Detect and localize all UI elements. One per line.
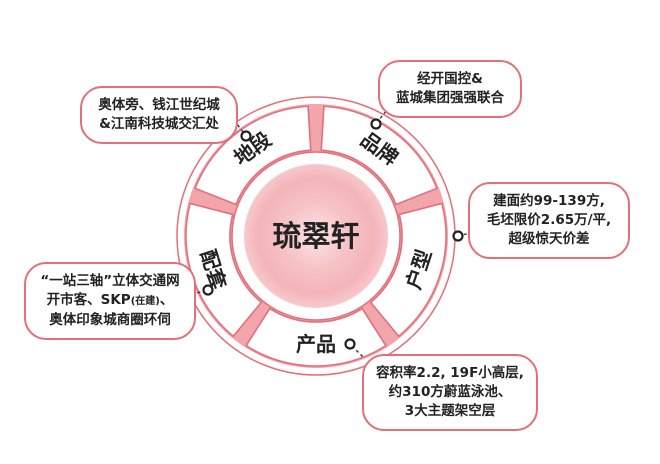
marker-dot-location [240,130,252,142]
marker-dot-layout [452,230,464,242]
callout-location-line-1: 奥体旁、钱江世纪城 [98,97,220,113]
callout-brand-line-2: 蓝城集团强强联合 [396,90,504,106]
callout-layout-line-3: 超级惊天价差 [508,231,590,247]
segment-brand [320,105,438,206]
center-circle [244,164,388,308]
marker-dot-brand [370,118,382,130]
connector-product [351,345,365,359]
callout-location: 奥体旁、钱江世纪城 &江南科技城交汇处 [80,86,238,144]
center-title: 琉翠轩 [272,219,359,253]
callout-amenities-line-2-text: 开市客、SKP [46,292,131,308]
marker-dot-amenities [202,284,214,296]
segment-amenities [185,202,263,338]
callout-product-line-1: 容积率2.2, 19F小高层, [376,365,524,381]
callout-amenities-line-3: 奥体印象城商圈环伺 [49,312,171,328]
callout-amenities-line-2: 开市客、SKP(在建)、 [32,291,188,311]
callout-product-line-3: 3大主题架空层 [404,403,496,419]
marker-dot-product [344,338,356,350]
callout-amenities-line-2-end: 、 [159,292,174,308]
callout-layout: 建面约99-139方, 毛坯限价2.65万/平, 超级惊天价差 [468,182,630,259]
segment-product-label: 产品 [296,332,336,356]
callout-brand-line-1: 经开国控& [417,71,483,87]
callout-product: 容积率2.2, 19F小高层, 约310方蔚蓝泳池、 3大主题架空层 [362,354,538,431]
callout-amenities: “一站三轴”立体交通网 开市客、SKP(在建)、 奥体印象城商圈环伺 [24,262,196,340]
callout-layout-line-2: 毛坯限价2.65万/平, [486,212,612,228]
segment-location [194,105,312,206]
callout-amenities-note: (在建) [130,296,160,307]
segments-layer [185,105,447,367]
callout-layout-line-1: 建面约99-139方, [493,193,605,209]
segment-product [245,307,387,367]
callout-location-line-2: &江南科技城交汇处 [99,116,219,132]
callout-product-line-2: 约310方蔚蓝泳池、 [388,384,512,400]
callout-amenities-line-1: “一站三轴”立体交通网 [40,273,180,289]
segment-layout [369,202,447,338]
callout-brand: 经开国控& 蓝城集团强强联合 [378,60,522,118]
